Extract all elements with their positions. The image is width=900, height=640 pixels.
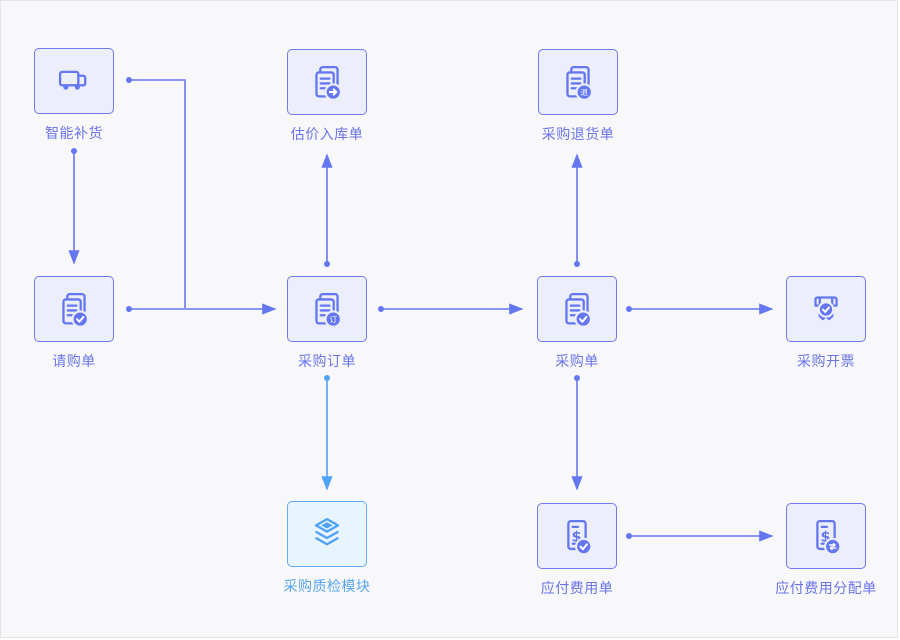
ap-expense-allocation-card[interactable]: $ [786, 503, 866, 569]
node-label-purchase-order: 采购订单 [298, 353, 356, 369]
node-label-purchase-return: 采购退货单 [541, 126, 615, 142]
smart-replenishment-card[interactable] [34, 48, 114, 114]
bill-swap-icon: $ [816, 519, 842, 556]
node-label-purchase-qc-module: 采购质检模块 [283, 578, 371, 594]
truck-icon [58, 70, 87, 90]
purchase-invoicing-card[interactable] [786, 276, 866, 342]
node-purchase-qc-module: 采购质检模块 [247, 501, 407, 596]
bill-check-icon: $ [567, 519, 593, 556]
node-ap-expense-bill: $ 应付费用单 [497, 503, 657, 598]
document-return-icon: 退 [566, 65, 593, 101]
node-purchase-order: 订 采购订单 [247, 276, 407, 371]
document-check-icon [62, 292, 89, 328]
node-label-estimated-inbound: 估价入库单 [290, 126, 364, 142]
node-purchase-invoicing: 采购开票 [746, 276, 897, 371]
svg-text:退: 退 [580, 88, 588, 97]
purchase-order-card[interactable]: 订 [287, 276, 367, 342]
document-check-icon [565, 292, 592, 328]
svg-text:订: 订 [329, 314, 337, 324]
edge-start-dot-blue [324, 375, 330, 381]
purchase-receipt-card[interactable] [537, 276, 617, 342]
invoice-ticket-icon [814, 296, 838, 321]
node-label-purchase-invoicing: 采购开票 [797, 353, 855, 369]
node-label-ap-expense-allocation: 应付费用分配单 [775, 580, 877, 596]
ap-expense-bill-card[interactable]: $ [537, 503, 617, 569]
node-purchase-return-order: 退 采购退货单 [498, 49, 658, 144]
estimated-inbound-card[interactable] [287, 49, 367, 115]
svg-text:$: $ [572, 529, 582, 545]
purchase-qc-module-card[interactable] [287, 501, 367, 567]
node-estimated-inbound-receipt: 估价入库单 [247, 49, 407, 144]
document-arrow-icon [315, 65, 342, 101]
node-label-purchase-receipt: 采购单 [555, 353, 599, 369]
svg-text:$: $ [821, 529, 831, 545]
node-purchase-receipt: 采购单 [497, 276, 657, 371]
layers-icon [314, 517, 340, 546]
purchase-requisition-card[interactable] [34, 276, 114, 342]
node-label-smart-replenishment: 智能补货 [45, 125, 103, 141]
node-ap-expense-allocation-bill: $ 应付费用分配单 [746, 503, 897, 598]
document-order-icon: 订 [315, 292, 342, 328]
purchase-return-card[interactable]: 退 [538, 49, 618, 115]
node-label-purchase-requisition: 请购单 [52, 353, 96, 369]
node-purchase-requisition: 请购单 [1, 276, 154, 371]
node-smart-replenishment: 智能补货 [1, 48, 154, 143]
node-label-ap-expense-bill: 应付费用单 [540, 580, 614, 596]
